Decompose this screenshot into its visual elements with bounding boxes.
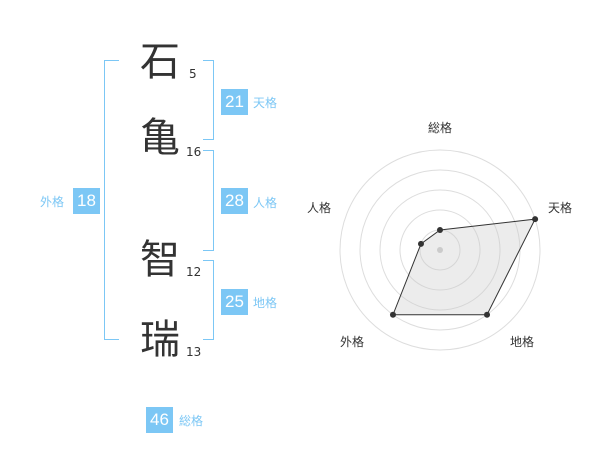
soukaku-label: 総格 bbox=[179, 414, 204, 428]
stroke-count-4: 13 bbox=[186, 345, 202, 359]
stroke-count-2: 16 bbox=[186, 145, 202, 159]
gaikaku-value: 18 bbox=[73, 188, 100, 214]
chikaku-label: 地格 bbox=[253, 296, 278, 310]
radar-point-3 bbox=[389, 311, 396, 318]
radar-point-1 bbox=[532, 216, 539, 223]
name-char-3: 智 bbox=[140, 237, 180, 283]
jinkaku-bracket bbox=[203, 150, 214, 251]
chikaku-bracket bbox=[203, 260, 214, 340]
soukaku-value: 46 bbox=[146, 407, 173, 433]
name-char-4: 瑞 bbox=[140, 317, 180, 363]
radar-axis-label-soukaku: 総格 bbox=[428, 121, 453, 135]
gaikaku-label: 外格 bbox=[40, 195, 65, 209]
stroke-count-3: 12 bbox=[186, 265, 202, 279]
radar-series-polygon bbox=[392, 218, 536, 316]
jinkaku-label: 人格 bbox=[253, 196, 278, 210]
radar-point-0 bbox=[437, 227, 443, 233]
radar-axis-label-chikaku: 地格 bbox=[510, 335, 535, 349]
radar-ring bbox=[399, 209, 481, 291]
radar-point-4 bbox=[417, 240, 424, 247]
radar-ring bbox=[379, 189, 501, 311]
jinkaku-value: 28 bbox=[221, 188, 248, 214]
name-char-2: 亀 bbox=[140, 115, 180, 161]
tenkaku-label: 天格 bbox=[253, 96, 278, 110]
radar-point-2 bbox=[484, 311, 491, 318]
chikaku-value: 25 bbox=[221, 289, 248, 315]
name-char-1: 石 bbox=[140, 39, 180, 85]
stroke-count-1: 5 bbox=[189, 67, 197, 81]
radar-axis-label-jinkaku: 人格 bbox=[307, 201, 332, 215]
gaikaku-bracket bbox=[104, 60, 119, 340]
radar-axis-label-tenkaku: 天格 bbox=[548, 201, 573, 215]
radar-ring bbox=[339, 149, 541, 351]
radar-axis-label-gaikaku: 外格 bbox=[340, 335, 365, 349]
tenkaku-value: 21 bbox=[221, 89, 248, 115]
radar-center bbox=[437, 247, 443, 253]
tenkaku-bracket bbox=[203, 60, 214, 140]
